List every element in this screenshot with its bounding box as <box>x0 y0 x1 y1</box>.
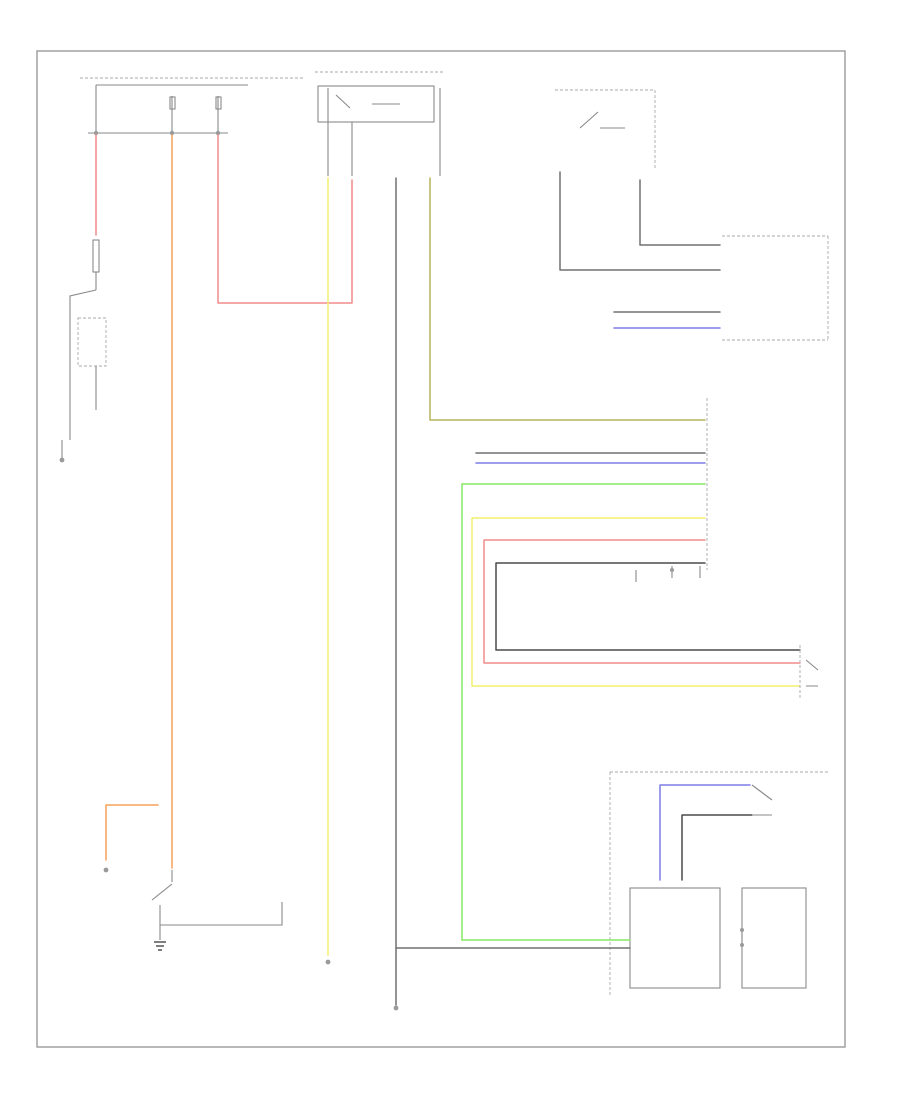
brake-switch <box>555 89 656 168</box>
cranking-relay <box>103 867 283 951</box>
transmission-assembly <box>609 771 828 995</box>
wire-red-ecm <box>483 539 801 664</box>
wire-red-ignition <box>217 134 353 304</box>
wire-yellow-ecm <box>471 517 801 687</box>
wire-gray-brake-a <box>559 171 721 271</box>
wire-gray-brake-b <box>639 179 721 246</box>
wire-orange-cranking <box>105 134 173 869</box>
engine-ground <box>59 440 65 463</box>
clutch-pedal-sensor <box>799 645 819 698</box>
body-control-module <box>722 235 829 341</box>
battery-sense-module <box>69 289 107 440</box>
wire-green-ecm <box>461 483 706 941</box>
shift-lever-ground <box>393 1005 399 1011</box>
starter-motor <box>325 959 331 965</box>
ecm-sensor-grounds <box>635 566 701 582</box>
fuse-block <box>80 77 305 134</box>
diagram-frame <box>36 50 846 1048</box>
wire-olive-ecm <box>429 177 706 421</box>
ignition-relay <box>315 71 445 176</box>
battery <box>92 239 100 290</box>
fuse-block-terminals <box>93 130 221 136</box>
wire-gray-ecm-low <box>495 562 801 651</box>
